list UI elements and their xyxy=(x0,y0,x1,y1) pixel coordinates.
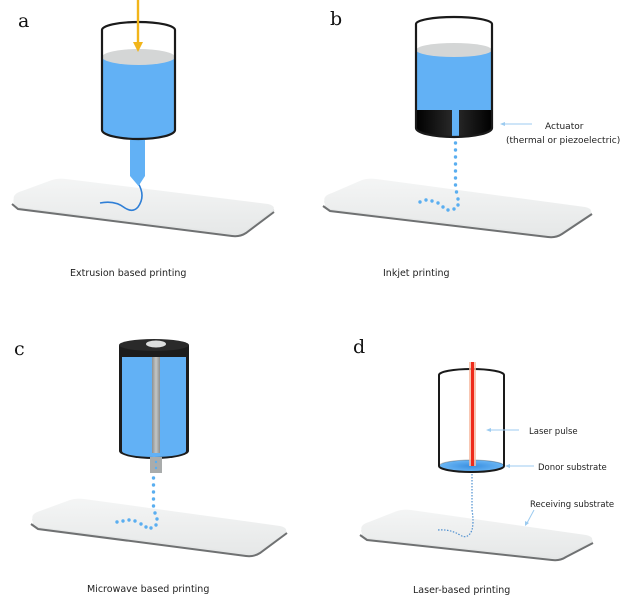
printhead-reservoir xyxy=(414,15,494,139)
extruded-filament xyxy=(99,182,143,212)
panel-letter-b: b xyxy=(330,8,342,30)
droplet-stream xyxy=(418,141,460,212)
donor-substrate-label: Donor substrate xyxy=(538,463,607,473)
panel-letter-a: a xyxy=(18,10,29,32)
receiving-slide xyxy=(359,509,594,562)
actuator-label: Actuator xyxy=(545,122,584,132)
panel-d: d xyxy=(353,336,614,596)
donor-substrate-pointer xyxy=(505,464,534,468)
syringe-barrel xyxy=(100,20,177,141)
actuator-sublabel: (thermal or piezoelectric) xyxy=(506,136,620,146)
transferred-droplet-trail xyxy=(437,474,474,538)
panel-a: a Extrusion based printing xyxy=(11,0,275,279)
caption-laser: Laser-based printing xyxy=(413,585,510,596)
extrusion-nozzle xyxy=(130,140,145,186)
actuator-pointer xyxy=(500,122,532,126)
receiving-substrate-pointer xyxy=(525,509,535,526)
receiving-substrate-label: Receiving substrate xyxy=(530,500,614,510)
receiving-slide xyxy=(322,178,593,239)
caption-extrusion: Extrusion based printing xyxy=(70,268,186,279)
panel-c: c Microwave ba xyxy=(14,338,288,595)
panel-letter-d: d xyxy=(353,336,365,358)
laser-pulse-label: Laser pulse xyxy=(529,427,578,437)
caption-inkjet: Inkjet printing xyxy=(383,268,450,279)
caption-microwave: Microwave based printing xyxy=(87,584,209,595)
laser-beam xyxy=(469,362,476,466)
microwave-printhead xyxy=(119,339,189,473)
receiving-slide xyxy=(30,498,288,558)
panel-b: b xyxy=(322,8,620,279)
laser-pulse-pointer xyxy=(486,428,519,432)
panel-letter-c: c xyxy=(14,338,25,360)
piston-pressure-arrow-icon xyxy=(133,0,143,52)
droplet-stream xyxy=(115,476,159,530)
receiving-slide xyxy=(11,178,275,238)
